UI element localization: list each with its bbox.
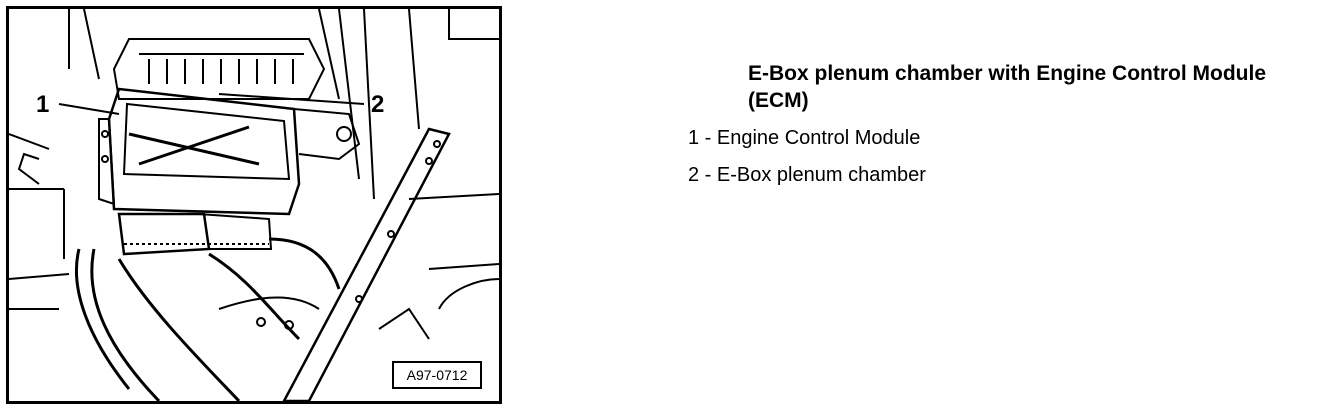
- legend-title: E-Box plenum chamber with Engine Control…: [748, 62, 1267, 112]
- legend-item-separator: -: [699, 127, 717, 149]
- callout-1: 1: [36, 91, 50, 118]
- callout-2: 2: [371, 91, 385, 118]
- technical-illustration: 1 2 A97-0712: [6, 6, 502, 404]
- legend-item-separator: -: [699, 164, 717, 186]
- figure-id-label: A97-0712: [392, 361, 482, 389]
- legend-item-number: 1: [688, 127, 700, 149]
- legend-item: 1 - Engine Control Module: [688, 126, 1308, 150]
- legend-item-label: E-Box plenum chamber: [716, 164, 926, 186]
- legend-item: 2 - E-Box plenum chamber: [688, 163, 1308, 187]
- ecm-line-drawing: [9, 9, 499, 401]
- legend-list: 1 - Engine Control Module 2 - E-Box plen…: [688, 126, 1308, 187]
- legend-item-number: 2: [688, 164, 700, 186]
- legend-item-label: Engine Control Module: [716, 127, 921, 149]
- legend: E-Box plenum chamber with Engine Control…: [688, 60, 1308, 200]
